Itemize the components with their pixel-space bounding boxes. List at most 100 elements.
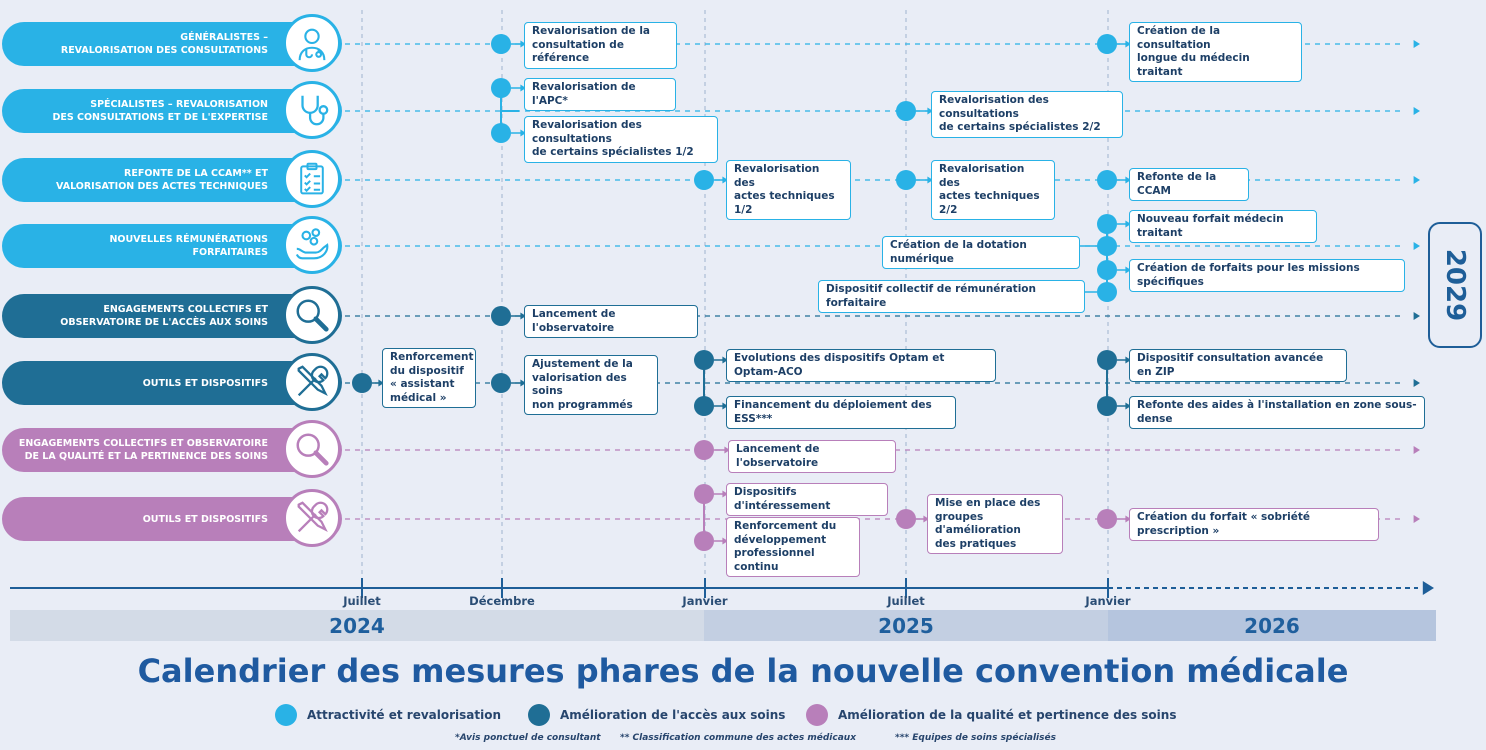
event-arrow-icon (520, 40, 526, 48)
event-box: Dispositif collectif de rémunération for… (818, 280, 1085, 313)
event-arrow-icon (1125, 402, 1131, 410)
event-box: Création de la dotation numérique (882, 236, 1080, 269)
event-dot (1097, 260, 1117, 280)
tools-icon (283, 353, 341, 411)
event-box: Revalorisation des consultations de cert… (524, 116, 718, 163)
event-dot (1097, 282, 1117, 302)
event-box: Renforcement du dispositif « assistant m… (382, 348, 476, 408)
event-dot (491, 306, 511, 326)
category-label: Engagements collectifs et observatoire d… (60, 304, 268, 328)
magnifier-icon (283, 286, 341, 344)
event-arrow-icon (1125, 220, 1131, 228)
event-box: Revalorisation des actes techniques 1/2 (726, 160, 851, 220)
axis-arrow-icon (1422, 581, 1434, 595)
category-label: Outils et dispositifs (142, 513, 268, 525)
category-pill: Refonte de la CCAM** et valorisation des… (2, 158, 342, 202)
end-year-label: 2029 (1428, 222, 1482, 348)
year-bar-2026: 2026 (1108, 610, 1436, 641)
event-arrow-icon (1125, 515, 1131, 523)
event-dot (896, 101, 916, 121)
event-box: Renforcement du développement profession… (726, 517, 860, 577)
event-box: Dispositifs d'intéressement (726, 483, 888, 516)
event-box: Création du forfait « sobriété prescript… (1129, 508, 1379, 541)
event-dot (352, 373, 372, 393)
year-bar-2025: 2025 (704, 610, 1108, 641)
event-dot (694, 440, 714, 460)
month-label: Décembre (469, 594, 535, 608)
month-label: Janvier (682, 594, 728, 608)
footnote: *** Equipes de soins spécialisés (895, 733, 1056, 743)
event-arrow-icon (520, 379, 526, 387)
footnote: ** Classification commune des actes médi… (620, 733, 857, 743)
category-pill: Nouvelles rémunérations forfaitaires (2, 224, 342, 268)
event-box: Lancement de l'observatoire (728, 440, 896, 473)
legend-dot-icon (806, 704, 828, 726)
event-dot (694, 350, 714, 370)
month-label: Juillet (343, 594, 381, 608)
event-arrow-icon (520, 129, 526, 137)
event-dot (1097, 214, 1117, 234)
event-dot (491, 373, 511, 393)
event-box: Refonte des aides à l'installation en zo… (1129, 396, 1425, 429)
row-arrow-icon (1413, 242, 1420, 250)
event-arrow-icon (722, 356, 728, 364)
tools-icon (283, 489, 341, 547)
event-box: Dispositif consultation avancée en ZIP (1129, 349, 1347, 382)
category-label: Nouvelles rémunérations forfaitaires (109, 234, 268, 258)
category-label: Engagements collectifs et observatoire d… (18, 438, 268, 462)
event-box: Evolutions des dispositifs Optam et Opta… (726, 349, 996, 382)
event-arrow-icon (722, 490, 728, 498)
event-box: Revalorisation de l'APC* (524, 78, 676, 111)
month-label: Juillet (887, 594, 925, 608)
event-arrow-icon (1125, 266, 1131, 274)
page-title: Calendrier des mesures phares de la nouv… (137, 652, 1349, 690)
month-label: Janvier (1085, 594, 1131, 608)
event-dot (491, 78, 511, 98)
row-arrow-icon (1413, 446, 1420, 454)
row-arrow-icon (1413, 312, 1420, 320)
row-arrow-icon (1413, 515, 1420, 523)
event-arrow-icon (923, 515, 929, 523)
event-arrow-icon (520, 84, 526, 92)
category-label: Outils et dispositifs (142, 377, 268, 389)
event-box: Lancement de l'observatoire (524, 305, 698, 338)
event-arrow-icon (927, 107, 933, 115)
event-box: Financement du déploiement des ESS*** (726, 396, 956, 429)
event-arrow-icon (1125, 176, 1131, 184)
event-dot (491, 34, 511, 54)
event-arrow-icon (722, 176, 728, 184)
event-box: Ajustement de la valorisation des soins … (524, 355, 658, 415)
event-dot (1097, 396, 1117, 416)
event-arrow-icon (1125, 40, 1131, 48)
event-arrow-icon (722, 537, 728, 545)
event-dot (694, 396, 714, 416)
legend-item: Amélioration de l'accès aux soins (528, 704, 785, 726)
row-arrow-icon (1413, 379, 1420, 387)
event-arrow-icon (724, 446, 730, 454)
event-dot (694, 484, 714, 504)
event-arrow-icon (722, 402, 728, 410)
category-label: Généralistes – revalorisation des consul… (60, 32, 268, 56)
event-dot (1097, 170, 1117, 190)
event-dot (896, 170, 916, 190)
magnifier-icon (283, 420, 341, 478)
event-dot (1097, 34, 1117, 54)
event-dot (1097, 236, 1117, 256)
row-arrow-icon (1413, 107, 1420, 115)
row-arrow-icon (1413, 176, 1420, 184)
event-dot (491, 123, 511, 143)
legend-item: Amélioration de la qualité et pertinence… (806, 704, 1176, 726)
event-box: Revalorisation des actes techniques 2/2 (931, 160, 1055, 220)
row-arrow-icon (1413, 40, 1420, 48)
event-arrow-icon (378, 379, 384, 387)
event-arrow-icon (520, 312, 526, 320)
event-box: Refonte de la CCAM (1129, 168, 1249, 201)
event-box: Création de la consultation longue du mé… (1129, 22, 1302, 82)
doctor-icon (283, 14, 341, 72)
hand-coins-icon (283, 216, 341, 274)
category-label: Spécialistes – revalorisation des consul… (52, 99, 268, 123)
event-dot (694, 531, 714, 551)
event-dot (694, 170, 714, 190)
category-label: Refonte de la CCAM** et valorisation des… (56, 168, 268, 192)
